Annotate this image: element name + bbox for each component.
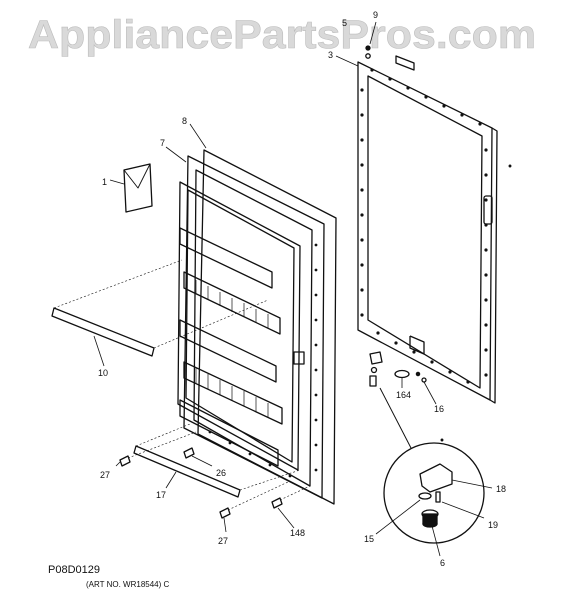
diagram-code: P08D0129 [48,564,100,576]
callout-6: 6 [440,558,445,568]
art-number: (ART NO. WR18544) C [86,580,170,589]
callout-9: 9 [373,10,378,20]
callout-labels: 1 3 5 9 8 7 10 27 26 17 27 148 164 16 18… [98,10,506,568]
screw-27b [219,507,231,519]
callout-8: 8 [182,116,187,126]
leader-lines [93,21,493,557]
callout-18: 18 [496,484,506,494]
screw-148 [271,497,283,509]
callout-7: 7 [160,138,165,148]
callout-10: 10 [98,368,108,378]
callout-26: 26 [216,468,226,478]
hinge-detail-circle [379,387,485,544]
screw-26 [183,447,195,459]
callout-5: 5 [342,18,347,28]
watermark-text: AppliancePartsPros.com [28,13,536,57]
callout-1: 1 [102,177,107,187]
instruction-card [123,163,153,213]
hinge-cover-plate [365,45,415,71]
watermark-logo: AppliancePartsPros.com [28,13,536,58]
callout-3: 3 [328,50,333,60]
screw-27a [119,455,131,467]
door-gasket-frame [357,61,498,404]
callout-15: 15 [364,534,374,544]
door-shelf-bar [51,307,155,357]
door-assembly [177,149,337,505]
callout-164: 164 [396,390,411,400]
bottom-trim-bar [133,445,241,498]
lower-hinge-parts [369,351,427,387]
callout-148: 148 [290,528,305,538]
callout-19: 19 [488,520,498,530]
callout-17: 17 [156,490,166,500]
callout-27a: 27 [100,470,110,480]
callout-27b: 27 [218,536,228,546]
callout-16: 16 [434,404,444,414]
